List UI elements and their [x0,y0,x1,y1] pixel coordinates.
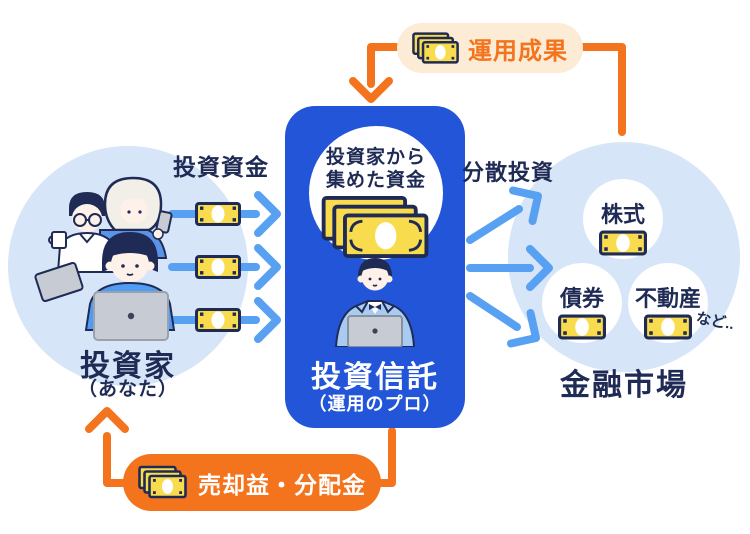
market-arrow-shaft-up [466,205,523,244]
money-bill-icon [195,202,241,226]
investors-illustration [34,176,176,341]
trust-title: 投資信託 [311,361,439,394]
market-item-stocks-label: 株式 [600,202,645,227]
market-arrow-head-mid [526,245,553,291]
investors-title: 投資家 [80,350,176,383]
pooled-funds-label-line2: 集めた資金 [325,169,426,191]
market-arrow-head-down [507,309,540,348]
money-bills-stack-icon [412,31,459,64]
market-item-bonds: 債券 [542,263,622,343]
pooled-funds-circle: 投資家から 集めた資金 [309,126,443,260]
market-arrow-head-up [509,186,542,225]
investors-subtitle: （あなた） [77,379,178,400]
flow-label-diversified-investment: 分散投資 [462,160,555,185]
results-path-left [367,43,401,88]
money-bill-icon [558,314,606,340]
trust-box: 投資家から 集めた資金 投資信託 （運用のプロ） [285,106,465,428]
returns-pill: 売却益・分配金 [123,454,381,511]
results-path-right [579,43,626,136]
market-title: 金融市場 [560,369,688,402]
results-pill: 運用成果 [397,23,583,73]
returns-arrow-head [85,407,129,433]
market-item-realestate: 不動産 [628,263,708,343]
investor-arrow-head-2 [254,244,281,290]
trust-subtitle: （運用のプロ） [308,394,442,414]
market-item-realestate-label: 不動産 [634,286,701,311]
trust-to-market-arrows [466,186,553,348]
money-bill-icon [599,230,647,256]
market-item-stocks: 株式 [583,179,663,259]
pooled-funds-label-line1: 投資家から [325,147,426,168]
returns-label: 売却益・分配金 [198,471,366,498]
money-bill-icon [195,255,241,279]
investor-man-left [34,192,118,303]
investor-arrow-head-1 [254,191,281,237]
results-flow-arrow [349,43,626,136]
market-arrow-shaft-down [466,292,521,331]
investor-arrow-head-3 [254,297,281,343]
flow-label-investment-funds: 投資資金 [173,154,269,180]
money-bills-stack-icon [138,465,187,499]
fund-manager-illustration [334,258,416,347]
market-item-bonds-label: 債券 [559,286,604,311]
money-bills-stack-icon [321,195,429,258]
results-label: 運用成果 [468,37,568,65]
results-arrow-head [349,77,393,103]
investor-man-front [84,232,176,341]
money-bill-icon [644,314,692,340]
money-bill-icon [195,308,241,332]
